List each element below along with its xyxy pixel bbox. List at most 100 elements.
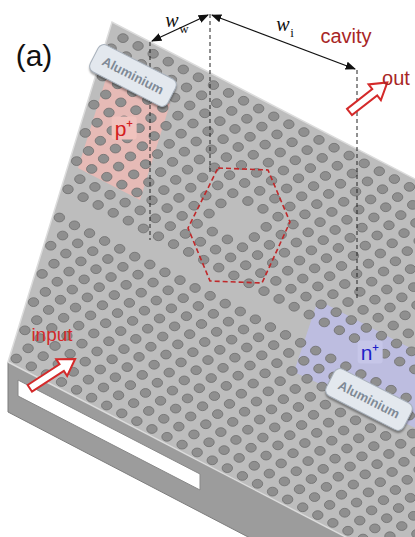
air-hole (228, 189, 238, 198)
air-hole (117, 180, 127, 189)
air-hole (308, 182, 318, 191)
air-hole (268, 341, 278, 350)
air-hole (193, 73, 203, 82)
air-hole (174, 194, 184, 203)
air-hole (20, 326, 30, 335)
air-hole (83, 147, 93, 156)
air-hole (107, 355, 117, 364)
air-hole (70, 303, 80, 312)
air-hole (84, 229, 94, 238)
air-hole (226, 335, 236, 344)
air-hole (147, 425, 157, 434)
air-hole (378, 267, 388, 276)
air-hole (250, 315, 260, 324)
air-hole (72, 239, 82, 248)
air-hole (61, 249, 71, 258)
air-hole (37, 270, 47, 279)
air-hole (245, 361, 255, 370)
air-hole (184, 330, 194, 339)
air-hole (221, 153, 231, 162)
dimension-symbol: w (165, 10, 178, 30)
air-hole (173, 111, 183, 120)
air-hole (152, 378, 162, 387)
air-hole (159, 186, 169, 195)
dimension-guide (210, 14, 211, 175)
air-hole (211, 327, 221, 336)
air-hole (230, 125, 240, 134)
air-hole (333, 244, 343, 253)
air-hole (347, 169, 357, 178)
air-hole (174, 422, 184, 431)
air-hole (196, 320, 206, 329)
air-hole (280, 331, 290, 340)
air-hole (133, 270, 143, 279)
air-hole (167, 157, 177, 166)
air-hole (93, 201, 103, 210)
air-hole (179, 376, 189, 385)
air-hole (357, 223, 367, 232)
air-hole (137, 371, 147, 380)
air-hole (144, 178, 154, 187)
air-hole (278, 395, 288, 404)
air-hole (410, 365, 415, 374)
air-hole (329, 143, 339, 152)
air-hole (161, 121, 171, 130)
air-hole (76, 257, 86, 266)
air-hole (409, 283, 415, 292)
air-hole (384, 450, 394, 459)
air-hole (382, 514, 392, 523)
air-hole (140, 160, 150, 169)
air-hole (203, 127, 213, 136)
air-hole (290, 385, 300, 394)
air-hole (242, 343, 252, 352)
air-hole (362, 177, 372, 186)
air-hole (71, 385, 81, 394)
air-hole (343, 298, 353, 307)
air-hole (220, 299, 230, 308)
air-hole (343, 526, 353, 535)
air-hole (94, 283, 104, 292)
air-hole (335, 179, 345, 188)
air-hole (183, 248, 193, 257)
air-hole (404, 182, 414, 191)
air-hole (90, 183, 100, 192)
air-hole (325, 272, 335, 281)
air-hole (305, 164, 315, 173)
air-hole (252, 251, 262, 260)
air-hole (63, 185, 73, 194)
air-hole (205, 291, 215, 300)
air-hole (360, 241, 370, 250)
air-hole (357, 452, 367, 461)
air-hole (192, 448, 202, 457)
air-hole (323, 190, 333, 199)
air-hole (206, 145, 216, 154)
air-hole (200, 338, 210, 347)
air-hole (134, 353, 144, 362)
air-hole (222, 464, 232, 473)
air-hole (376, 331, 386, 340)
air-hole (227, 107, 237, 116)
air-hole (113, 162, 123, 171)
air-hole (402, 247, 412, 256)
air-hole (119, 345, 129, 354)
air-hole (121, 280, 131, 289)
air-hole (102, 401, 112, 410)
air-hole (388, 321, 398, 330)
air-hole (273, 212, 283, 221)
air-hole (152, 150, 162, 159)
air-hole (235, 307, 245, 316)
air-hole (188, 119, 198, 128)
air-hole (284, 120, 294, 129)
air-hole (228, 418, 238, 427)
air-hole (381, 203, 391, 212)
air-hole (223, 317, 233, 326)
air-hole (236, 389, 246, 398)
air-hole (118, 262, 128, 271)
air-hole (116, 327, 126, 336)
air-hole (148, 278, 158, 287)
air-hole (330, 226, 340, 235)
air-hole (223, 89, 233, 98)
air-hole (367, 277, 377, 286)
air-hole (370, 295, 380, 304)
